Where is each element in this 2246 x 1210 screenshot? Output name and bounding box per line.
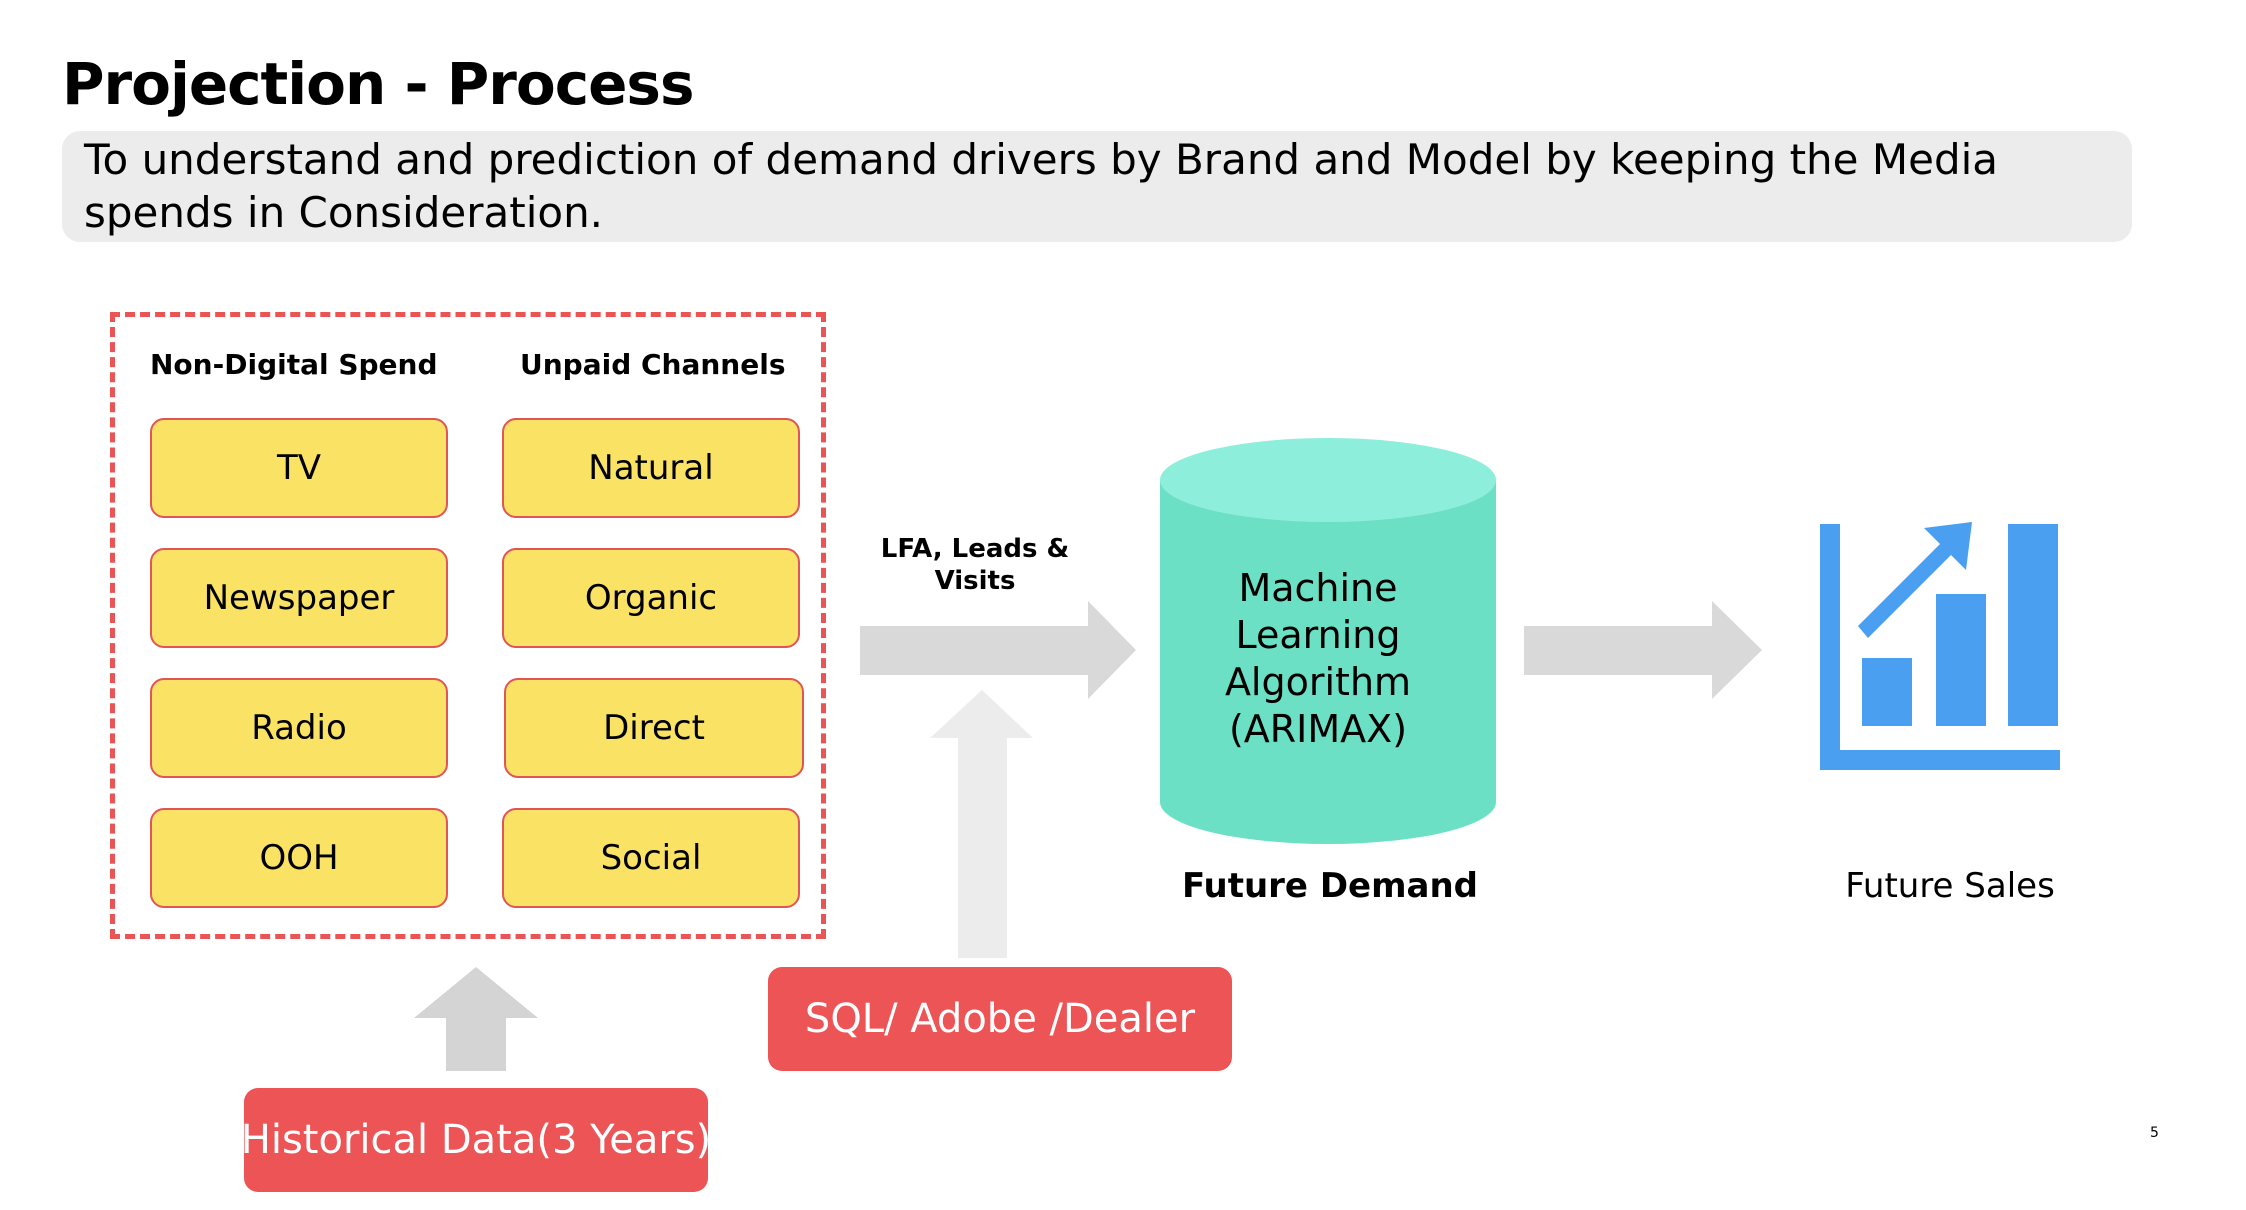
future-demand-label: Future Demand <box>1181 866 1479 906</box>
historical-data-source: Historical Data(3 Years) <box>241 1088 711 1192</box>
column-heading-non-digital: Non-Digital Spend <box>150 348 438 381</box>
channel-box-tv: TV <box>150 418 448 518</box>
media-spend-group <box>110 312 826 939</box>
right-arrow-to-model <box>860 601 1136 699</box>
sql-adobe-dealer-source: SQL/ Adobe /Dealer <box>768 967 1232 1071</box>
subtitle-box <box>62 131 2132 242</box>
channel-box-ooh: OOH <box>150 808 448 908</box>
channel-box-natural: Natural <box>502 418 800 518</box>
future-sales-label: Future Sales <box>1845 866 2055 906</box>
channel-box-direct: Direct <box>504 678 804 778</box>
page-title: Projection - Process <box>62 50 694 118</box>
channel-box-newspaper: Newspaper <box>150 548 448 648</box>
channel-box-organic: Organic <box>502 548 800 648</box>
model-name: Machine Learning Algorithm (ARIMAX) <box>1224 566 1412 751</box>
up-arrow-historical <box>414 967 538 1071</box>
right-arrow-to-output <box>1524 601 1762 699</box>
channel-box-social: Social <box>502 808 800 908</box>
ml-model-cylinder <box>1160 438 1496 844</box>
channel-box-radio: Radio <box>150 678 448 778</box>
flow-label: LFA, Leads & Visits <box>880 534 1070 596</box>
column-heading-unpaid: Unpaid Channels <box>520 348 786 381</box>
subtitle: To understand and prediction of demand d… <box>84 135 1999 237</box>
growth-chart-icon <box>1820 522 2060 770</box>
up-arrow-sql <box>930 690 1033 958</box>
page-number: 5 <box>2150 1125 2159 1141</box>
